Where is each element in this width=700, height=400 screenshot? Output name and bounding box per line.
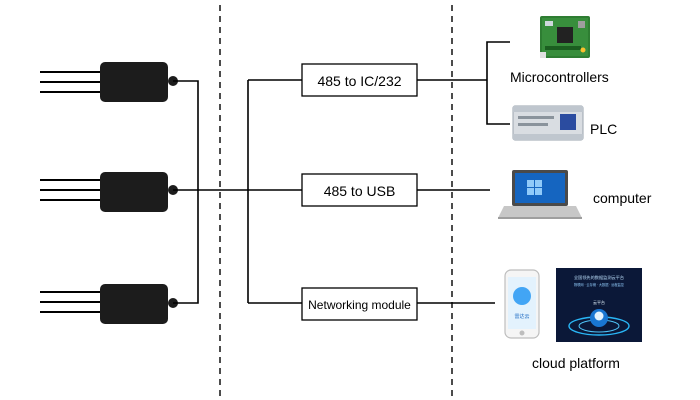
converter-label: Networking module [308,298,411,312]
converter-485-to-ic232: 485 to IC/232 [301,63,418,97]
platform-subtitle: 物联网 · 云存储 · 大数据 · 远程监控 [574,282,625,287]
cloud-platform-label: cloud platform [532,355,620,371]
soil-sensor-3 [40,284,178,324]
output-links [417,41,510,304]
plc-label: PLC [590,121,617,137]
phone-image: 雷达云 [504,269,540,339]
computer-label: computer [593,190,652,206]
converter-label: 485 to IC/232 [317,73,401,89]
converter-485-to-usb: 485 to USB [301,173,418,207]
plc-image [512,105,584,141]
microcontroller-board-image [540,16,590,58]
soil-sensor-2 [40,172,178,212]
cloud-platform-screen: 全国领先的数据监测云平台 物联网 · 云存储 · 大数据 · 远程监控 云平台 [556,268,642,342]
converter-bus [247,79,302,304]
converter-networking-module: Networking module [301,287,418,321]
platform-title: 全国领先的数据监测云平台 [574,274,624,281]
cloud-app-icon [513,287,531,305]
microcontrollers-label: Microcontrollers [510,69,609,85]
converter-label: 485 to USB [324,183,396,199]
soil-sensor-1 [40,62,178,102]
laptop-image [498,170,582,219]
sensor-bus [173,80,248,304]
platform-badge: 云平台 [593,299,605,305]
phone-app-brand: 雷达云 [514,313,529,320]
